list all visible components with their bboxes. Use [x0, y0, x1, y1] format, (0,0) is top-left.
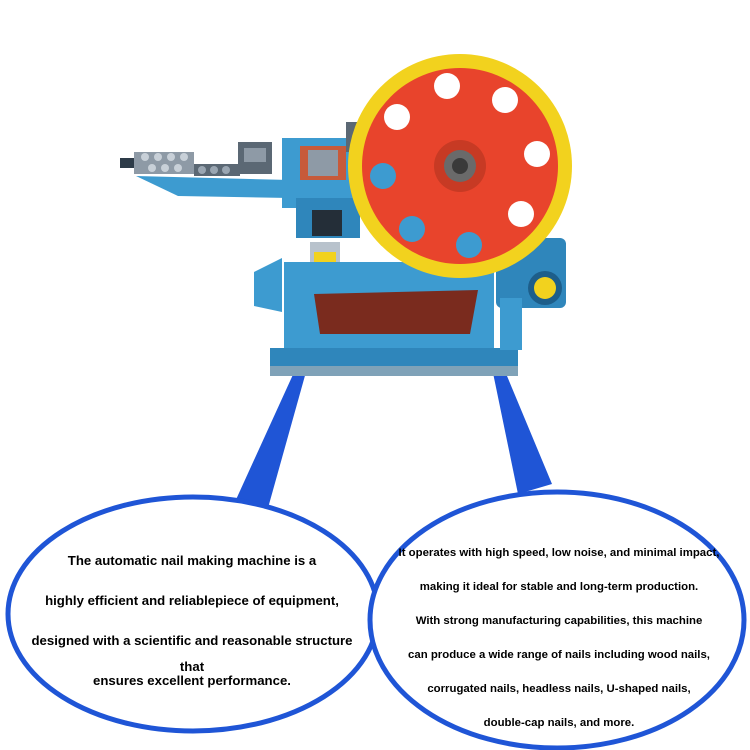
right-bubble-line: can produce a wide range of nails includ… [408, 649, 710, 661]
right-bubble-line: making it ideal for stable and long-term… [419, 581, 699, 593]
left-bubble-line: The automatic nail making machine is a [67, 553, 317, 568]
right-bubble-text: It operates with high speed, low noise, … [384, 542, 734, 746]
right-bubble-line: corrugated nails, headless nails, U-shap… [427, 683, 691, 695]
left-bubble-line: highly efficient and reliablepiece of eq… [45, 593, 339, 608]
right-speech-bubble [367, 489, 747, 750]
right-bubble-line: double-cap nails, and more. [483, 717, 635, 729]
right-callout-pointer [492, 364, 552, 494]
left-bubble-text: The automatic nail making machine is a h… [22, 548, 362, 708]
right-bubble-line: It operates with high speed, low noise, … [398, 547, 720, 559]
right-bubble-line: With strong manufacturing capabilities, … [415, 615, 703, 627]
left-bubble-line: designed with a scientific and reasonabl… [31, 633, 353, 674]
left-callout-pointer [234, 368, 306, 508]
left-bubble-line: ensures excellent performance. [93, 673, 291, 688]
nail-making-machine-photo [120, 54, 572, 376]
